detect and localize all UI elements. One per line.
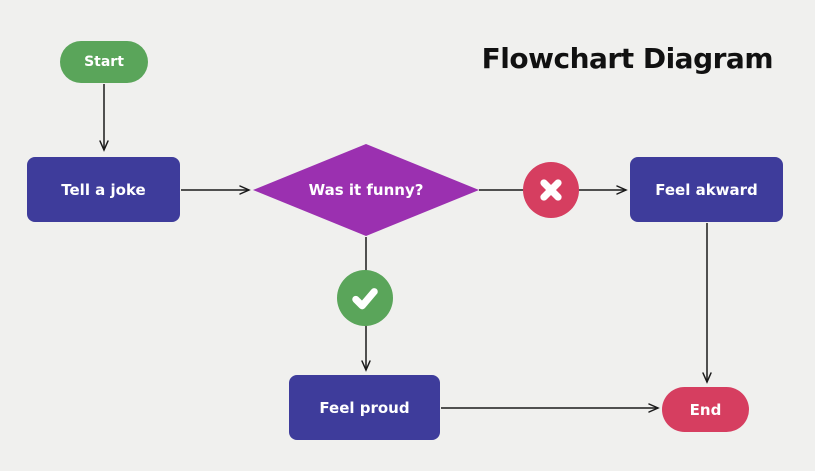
node-start: Start xyxy=(60,41,148,83)
x-mark-icon xyxy=(540,179,562,201)
node-was-it-funny: Was it funny? xyxy=(253,144,479,236)
node-start-label: Start xyxy=(84,54,124,70)
node-was-it-funny-label: Was it funny? xyxy=(308,181,424,199)
node-tell-a-joke-label: Tell a joke xyxy=(61,180,146,199)
check-mark-icon xyxy=(352,288,378,310)
diagram-title: Flowchart Diagram xyxy=(481,42,774,75)
node-feel-proud: Feel proud xyxy=(289,375,440,440)
node-tell-a-joke: Tell a joke xyxy=(27,157,180,222)
node-end: End xyxy=(662,387,749,432)
yes-branch-badge xyxy=(337,270,393,326)
node-feel-akward: Feel akward xyxy=(630,157,783,222)
node-end-label: End xyxy=(689,400,722,419)
node-feel-akward-label: Feel akward xyxy=(655,180,758,199)
node-feel-proud-label: Feel proud xyxy=(319,398,410,417)
no-branch-badge xyxy=(523,162,579,218)
